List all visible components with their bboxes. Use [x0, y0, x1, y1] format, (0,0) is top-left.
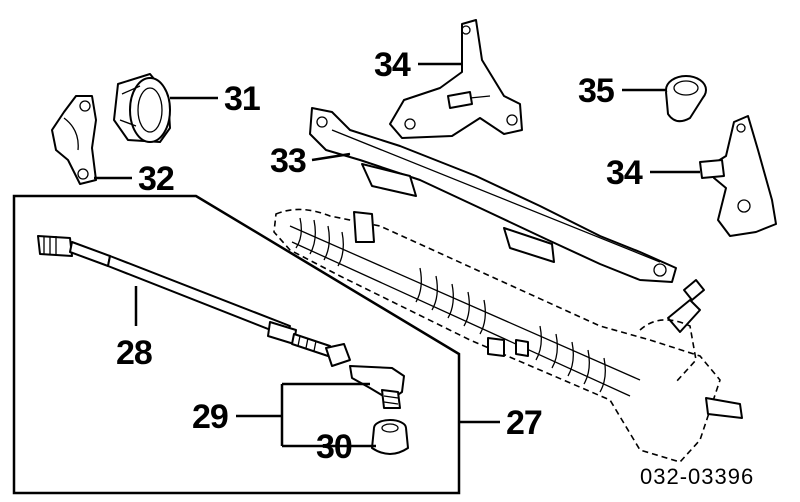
callout-33: 33 [270, 142, 306, 180]
callout-28: 28 [116, 334, 152, 372]
reference-code: 032-03396 [640, 464, 754, 489]
leader-33 [311, 152, 351, 162]
callout-27: 27 [506, 404, 542, 442]
callout-29: 29 [192, 398, 228, 436]
leader-lines [94, 62, 700, 448]
part-34-bracket-top [389, 19, 523, 139]
callout-31: 31 [224, 80, 260, 118]
inset-frame [12, 194, 461, 495]
part-34-bracket-right [699, 115, 777, 237]
leader-29-bracket [236, 382, 376, 448]
part-31-bushing [113, 73, 171, 143]
steering-rack-housing [273, 208, 743, 463]
callout-30: 30 [316, 428, 352, 466]
callout-32: 32 [138, 160, 174, 198]
part-30-boot [371, 419, 409, 455]
part-29-tie-rod-end [349, 365, 405, 409]
part-35-grommet [665, 75, 707, 123]
callout-34-top: 34 [374, 46, 411, 84]
part-nut [325, 343, 351, 367]
part-33-mounting-plate [309, 107, 677, 283]
part-28-tie-rod [37, 235, 331, 357]
callout-34-right: 34 [606, 154, 643, 192]
callout-35: 35 [578, 72, 614, 110]
part-32-clamp [51, 95, 97, 185]
